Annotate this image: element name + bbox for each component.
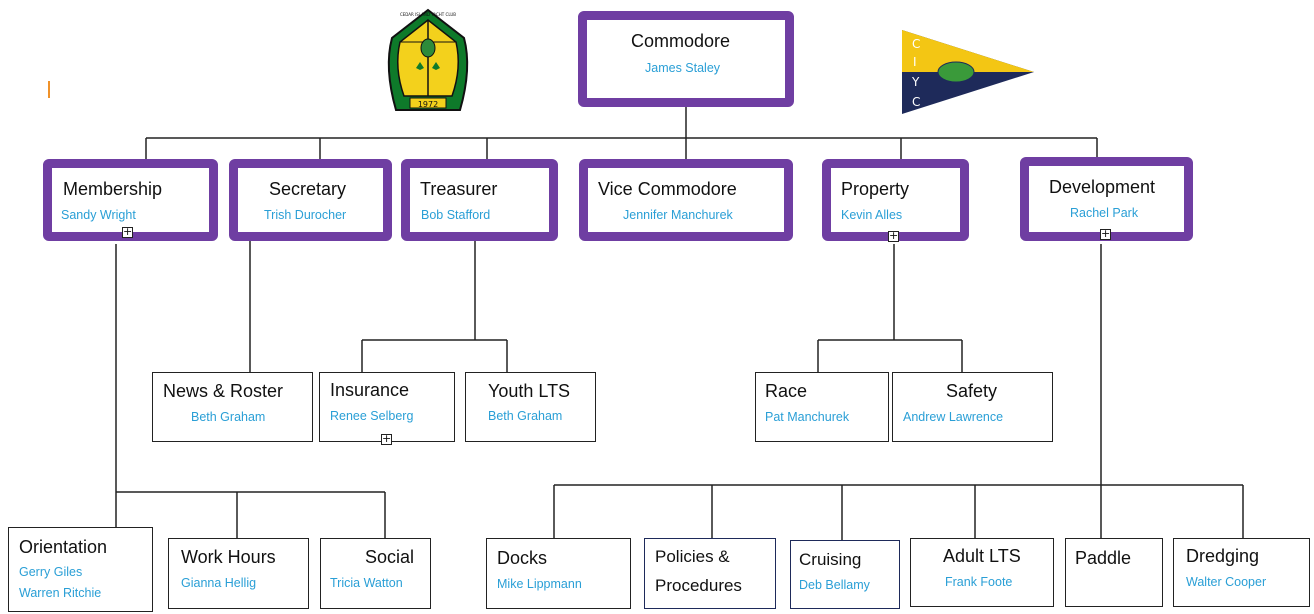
pennant-letter-c1: C	[912, 37, 920, 51]
node-secretary[interactable]: Secretary Trish Durocher	[229, 159, 392, 241]
node-title: Cruising	[799, 550, 862, 569]
node-insurance[interactable]: Insurance Renee Selberg	[319, 372, 455, 442]
node-person: Trish Durocher	[264, 208, 347, 222]
node-title-line2: Procedures	[655, 576, 742, 595]
node-title: Property	[841, 179, 910, 199]
node-title: Policies &	[655, 547, 730, 566]
node-cruising[interactable]: Cruising Deb Bellamy	[790, 540, 900, 609]
node-docks[interactable]: Docks Mike Lippmann	[486, 538, 631, 609]
pennant-letter-c2: C	[912, 95, 920, 109]
club-name-text: CEDAR ISLAND YACHT CLUB	[400, 12, 456, 17]
node-person: Walter Cooper	[1186, 575, 1267, 589]
node-title: Race	[765, 381, 808, 401]
node-title: Youth LTS	[488, 381, 571, 401]
node-title: Work Hours	[181, 547, 276, 567]
node-person: Frank Foote	[945, 575, 1013, 589]
node-person: Beth Graham	[488, 409, 563, 423]
node-person: Mike Lippmann	[497, 577, 582, 591]
club-crest-logo: 1972 CEDAR ISLAND YACHT CLUB	[387, 8, 469, 111]
node-person: James Staley	[645, 61, 721, 75]
node-person: Pat Manchurek	[765, 410, 850, 424]
node-social[interactable]: Social Tricia Watton	[320, 538, 431, 609]
node-title: News & Roster	[163, 381, 284, 401]
node-title: Insurance	[330, 380, 410, 400]
node-orientation[interactable]: Orientation Gerry Giles Warren Ritchie	[8, 527, 153, 612]
expand-insurance-button[interactable]: +	[381, 432, 392, 445]
node-person: Kevin Alles	[841, 208, 903, 222]
node-title: Development	[1049, 177, 1156, 197]
node-person: Gianna Hellig	[181, 576, 257, 590]
pennant-letter-y: Y	[911, 75, 920, 89]
node-safety[interactable]: Safety Andrew Lawrence	[892, 372, 1053, 442]
node-title: Adult LTS	[943, 546, 1021, 566]
pennant-letter-i: I	[913, 55, 917, 69]
node-person: Renee Selberg	[330, 409, 414, 423]
club-pennant-logo: C I Y C	[902, 30, 1034, 114]
node-policies-procedures[interactable]: Policies & Procedures	[644, 538, 776, 609]
node-person: Andrew Lawrence	[903, 410, 1004, 424]
node-person-secondary: Warren Ritchie	[19, 586, 102, 600]
node-work-hours[interactable]: Work Hours Gianna Hellig	[168, 538, 309, 609]
node-title: Dredging	[1186, 546, 1260, 566]
node-person: Tricia Watton	[330, 576, 403, 590]
node-person: Bob Stafford	[421, 208, 491, 222]
node-person: Rachel Park	[1070, 206, 1139, 220]
node-paddle[interactable]: Paddle	[1065, 538, 1163, 607]
node-title: Vice Commodore	[598, 179, 737, 199]
node-title: Membership	[63, 179, 163, 199]
node-person: Gerry Giles	[19, 565, 83, 579]
node-dredging[interactable]: Dredging Walter Cooper	[1173, 538, 1310, 607]
node-title: Docks	[497, 548, 548, 568]
node-adult-lts[interactable]: Adult LTS Frank Foote	[910, 538, 1054, 607]
node-title: Orientation	[19, 537, 108, 557]
node-title: Commodore	[631, 31, 731, 51]
node-vice-commodore[interactable]: Vice Commodore Jennifer Manchurek	[579, 159, 793, 241]
node-membership[interactable]: Membership Sandy Wright	[43, 159, 218, 241]
expand-development-button[interactable]: +	[1100, 227, 1111, 240]
node-title: Safety	[946, 381, 998, 401]
node-news-roster[interactable]: News & Roster Beth Graham	[152, 372, 313, 442]
node-title: Paddle	[1075, 548, 1132, 568]
node-title: Social	[365, 547, 415, 567]
node-title: Treasurer	[420, 179, 498, 199]
expand-property-button[interactable]: +	[888, 229, 899, 242]
node-title: Secretary	[269, 179, 347, 199]
expand-membership-button[interactable]: +	[122, 225, 133, 238]
node-race[interactable]: Race Pat Manchurek	[755, 372, 889, 442]
node-person: Sandy Wright	[61, 208, 136, 222]
node-person: Deb Bellamy	[799, 578, 870, 592]
club-year-text: 1972	[418, 100, 438, 109]
accent-mark	[48, 81, 50, 98]
node-treasurer[interactable]: Treasurer Bob Stafford	[401, 159, 558, 241]
node-commodore[interactable]: Commodore James Staley	[578, 11, 794, 107]
node-person: Jennifer Manchurek	[623, 208, 733, 222]
node-person: Beth Graham	[191, 410, 266, 424]
node-youth-lts[interactable]: Youth LTS Beth Graham	[465, 372, 596, 442]
